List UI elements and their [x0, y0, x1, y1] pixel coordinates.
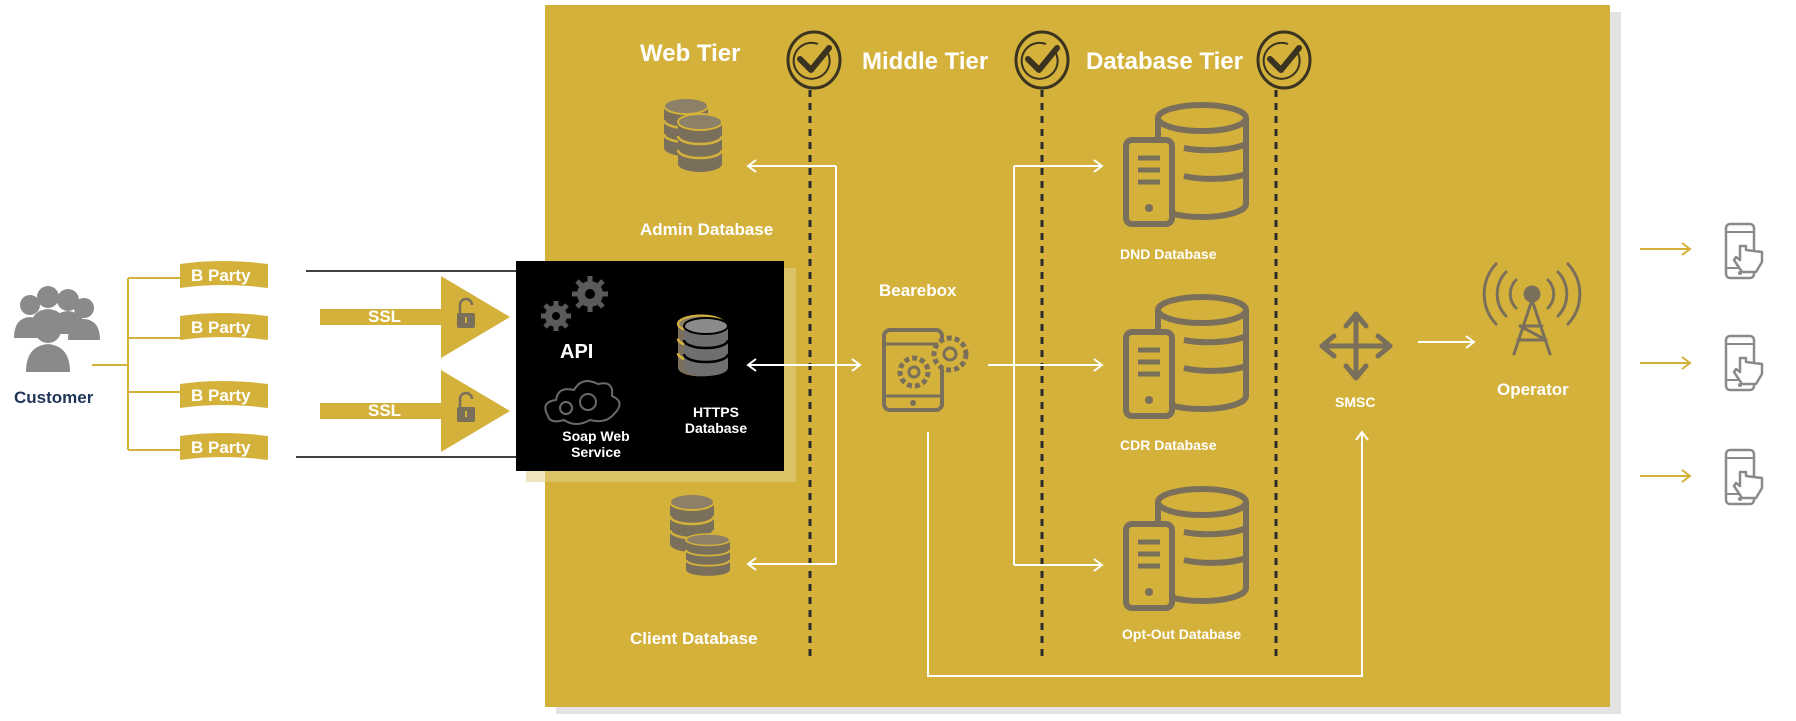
customer-bracket	[92, 277, 180, 451]
soap-label-line1: Soap Web	[562, 428, 630, 444]
soap-web-service-label: Soap Web Service	[556, 428, 636, 460]
optout-database-icon	[1126, 489, 1246, 608]
move-arrows-icon	[1319, 311, 1393, 381]
phone-touch-icon	[1724, 448, 1764, 506]
admin-database-label: Admin Database	[640, 220, 774, 239]
phone-touch-icon	[1724, 222, 1764, 280]
people-group-icon	[14, 286, 100, 372]
https-database-label: HTTPS Database	[676, 404, 756, 436]
phone-arrows	[1640, 242, 1692, 483]
api-black-box	[516, 261, 784, 471]
https-label-line2: Database	[684, 420, 748, 436]
customer-label: Customer	[14, 388, 94, 407]
flow-lines	[746, 159, 1476, 677]
https-label-line1: HTTPS	[693, 404, 739, 420]
b-party-label: B Party	[191, 318, 251, 337]
antenna-tower-icon	[1482, 262, 1582, 356]
checkmark-circle-icon	[1258, 32, 1310, 88]
cloud-icon	[544, 380, 621, 425]
checkmark-circle-icon	[1016, 32, 1068, 88]
soap-label-line2: Service	[571, 444, 621, 460]
tier-dividers	[808, 90, 1278, 658]
dnd-database-label: DND Database	[1120, 246, 1217, 262]
client-database-icon	[668, 492, 732, 578]
api-label: API	[560, 341, 594, 363]
b-party-label: B Party	[191, 386, 251, 405]
optout-database-label: Opt-Out Database	[1122, 626, 1242, 642]
gears-icon	[541, 276, 608, 331]
phone-touch-icon	[1724, 334, 1764, 392]
b-party-label: B Party	[191, 266, 251, 285]
operator-label: Operator	[1497, 380, 1569, 399]
cdr-database-label: CDR Database	[1120, 437, 1217, 453]
cdr-database-icon	[1126, 297, 1246, 416]
dnd-database-icon	[1126, 105, 1246, 224]
padlock-icon	[457, 297, 475, 328]
bearebox-label: Bearebox	[879, 281, 957, 300]
database-icon-front	[682, 317, 730, 376]
web-tier-title: Web Tier	[640, 40, 741, 67]
ssl-arrow	[320, 276, 510, 452]
database-tier-title: Database Tier	[1086, 48, 1243, 75]
b-party-flags	[180, 261, 268, 460]
b-party-label: B Party	[191, 438, 251, 457]
checkmark-circle-icon	[788, 32, 840, 88]
middle-tier-title: Middle Tier	[862, 48, 989, 75]
mobile-gear-icon	[882, 328, 969, 412]
ssl-label: SSL	[368, 401, 402, 420]
padlock-icon	[457, 391, 475, 422]
admin-database-icon	[662, 96, 724, 174]
client-database-label: Client Database	[630, 629, 758, 648]
smsc-label: SMSC	[1335, 394, 1376, 410]
ssl-label: SSL	[368, 307, 402, 326]
